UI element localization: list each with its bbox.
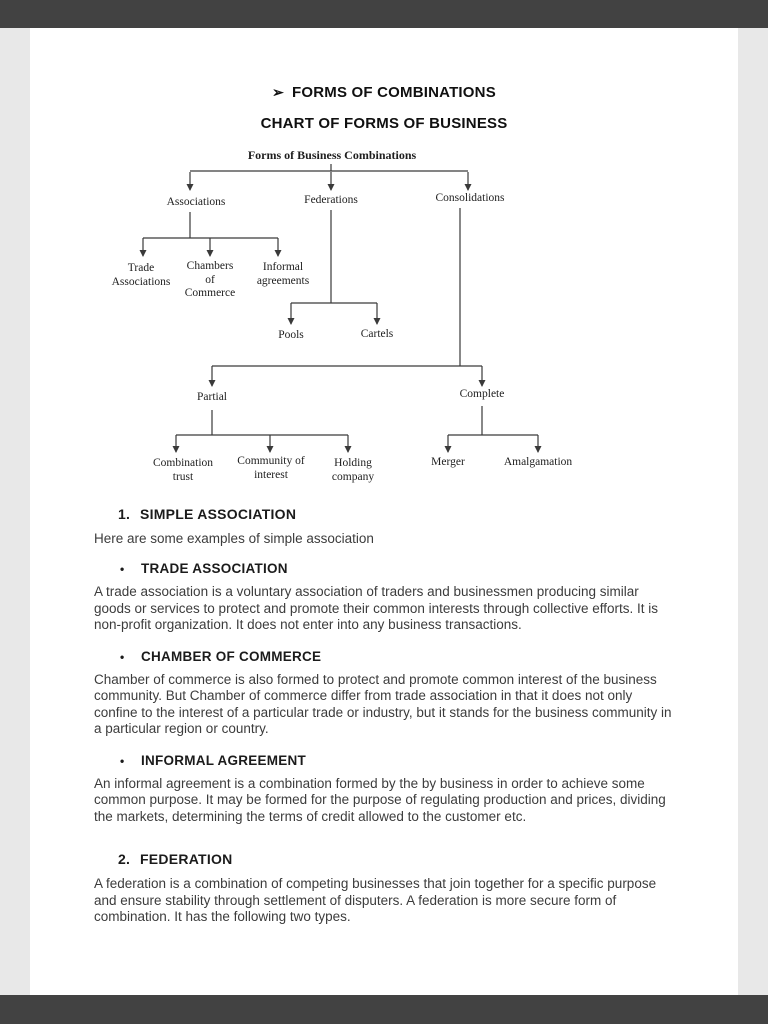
section-2-heading: 2. FEDERATION <box>118 851 672 867</box>
org-chart: Forms of Business Combinations Associati… <box>30 148 738 498</box>
bullet-heading-informal-agreement: • INFORMAL AGREEMENT <box>120 753 672 768</box>
page-title-text: FORMS OF COMBINATIONS <box>292 84 496 101</box>
bullet-title: INFORMAL AGREEMENT <box>141 752 306 768</box>
node-associations: Associations <box>166 196 226 208</box>
node-informal-agreements: Informal agreements <box>256 261 310 287</box>
section-1-number: 1. <box>118 506 131 522</box>
paragraph-trade-association: A trade association is a voluntary assoc… <box>94 584 659 632</box>
bullet-title: CHAMBER OF COMMERCE <box>141 648 322 664</box>
section-2-title: FEDERATION <box>140 851 233 867</box>
arrow-bullet-icon: ➢ <box>272 84 284 100</box>
bullet-heading-chamber-of-commerce: • CHAMBER OF COMMERCE <box>120 649 672 664</box>
node-combination-trust: Combination trust <box>152 457 214 483</box>
bullet-dot-icon: • <box>120 649 125 664</box>
org-chart-connectors <box>139 164 542 453</box>
bullet-heading-trade-association: • TRADE ASSOCIATION <box>120 561 672 576</box>
page-subtitle: CHART OF FORMS OF BUSINESS <box>260 115 508 132</box>
bullet-dot-icon: • <box>120 753 125 768</box>
node-federations: Federations <box>304 194 358 206</box>
node-community-of-interest: Community of interest <box>237 455 305 481</box>
node-complete: Complete <box>459 388 505 400</box>
viewer-bottom-bar <box>0 995 768 1024</box>
bullet-dot-icon: • <box>120 562 125 576</box>
node-amalgamation: Amalgamation <box>503 456 573 468</box>
paragraph-federation: A federation is a combination of competi… <box>94 876 657 924</box>
node-pools: Pools <box>278 329 304 341</box>
node-partial: Partial <box>196 391 228 403</box>
section-1-heading: 1. SIMPLE ASSOCIATION <box>118 506 672 522</box>
node-consolidations: Consolidations <box>435 192 505 204</box>
node-merger: Merger <box>431 456 465 468</box>
paragraph-informal-agreement: An informal agreement is a combination f… <box>94 775 666 824</box>
document-page: ➢ FORMS OF COMBINATIONS CHART OF FORMS OF… <box>30 28 738 995</box>
paragraph-chamber-of-commerce: Chamber of commerce is also formed to pr… <box>94 671 672 737</box>
bullet-title: TRADE ASSOCIATION <box>141 561 288 576</box>
viewer-canvas: ➢ FORMS OF COMBINATIONS CHART OF FORMS OF… <box>0 28 768 995</box>
section-2-number: 2. <box>118 851 131 867</box>
node-chambers-of-commerce: Chambers of Commerce <box>184 260 236 300</box>
node-root: Forms of Business Combinations <box>247 148 417 162</box>
section-1-title: SIMPLE ASSOCIATION <box>140 506 297 522</box>
node-cartels: Cartels <box>360 328 394 340</box>
page-title: ➢ FORMS OF COMBINATIONS <box>30 84 738 101</box>
document-body: 1. SIMPLE ASSOCIATION Here are some examp… <box>30 506 738 926</box>
node-trade-associations: Trade Associations <box>111 262 171 288</box>
node-holding-company: Holding company <box>331 457 375 483</box>
section-1-intro: Here are some examples of simple associa… <box>94 531 374 546</box>
viewer-top-bar <box>0 0 768 28</box>
